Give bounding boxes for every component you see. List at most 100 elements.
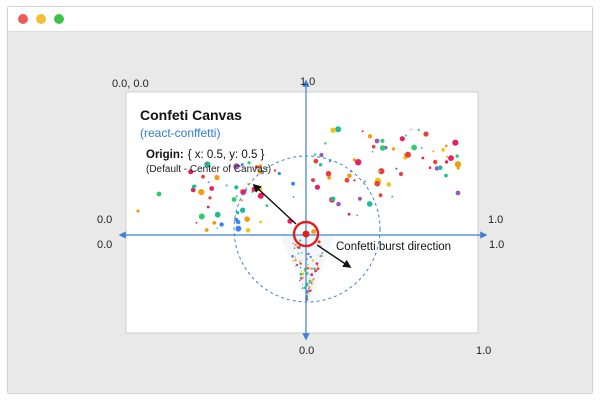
confetti-particle <box>244 216 250 222</box>
confetti-particle <box>309 267 312 270</box>
confetti-particle <box>136 209 140 213</box>
confetti-particle <box>378 168 385 175</box>
confetti-particle <box>206 205 210 209</box>
confetti-particle <box>240 163 244 167</box>
confetti-particle <box>398 171 404 177</box>
origin-pointer-arrow <box>252 183 297 225</box>
confetti-particle <box>235 195 238 198</box>
confetti-particle <box>308 279 312 283</box>
confetti-particle <box>446 155 449 158</box>
confetti-particle <box>313 278 315 280</box>
confetti-particle <box>309 290 312 293</box>
confetti-particle <box>378 170 381 173</box>
confetti-particle <box>327 175 331 180</box>
confetti-particle <box>299 239 302 242</box>
confetti-particle <box>208 196 212 200</box>
confetti-particle <box>311 259 314 262</box>
diagram-subtitle: (react-conffetti) <box>140 126 220 140</box>
confetti-particle <box>320 254 323 257</box>
confetti-particle <box>301 252 303 254</box>
confetti-particle <box>448 155 454 161</box>
confetti-particle <box>291 255 294 258</box>
confetti-particle <box>356 214 359 217</box>
confetti-particle <box>297 252 300 255</box>
confetti-particle <box>214 175 220 181</box>
burst-direction-arrow <box>316 244 352 268</box>
confetti-particle <box>433 159 438 165</box>
minimize-window-button[interactable] <box>36 14 46 24</box>
confetti-particle <box>405 151 411 158</box>
confetti-particle <box>371 150 374 153</box>
confetti-particle <box>231 197 237 202</box>
confetti-particle <box>353 179 356 182</box>
confetti-particle <box>204 228 209 232</box>
confetti-particle <box>214 211 221 218</box>
confetti-particle <box>367 134 373 139</box>
confetti-particle <box>378 193 383 198</box>
confetti-particle <box>236 219 241 225</box>
confetti-particle <box>301 287 304 290</box>
confetti-particle <box>444 144 448 148</box>
x-axis-left-label-upper: 0.0 <box>97 214 112 226</box>
confetti-particle <box>391 195 394 198</box>
confetti-particle <box>386 182 392 187</box>
confetti-particle <box>306 297 309 299</box>
confetti-particle <box>313 267 316 270</box>
confetti-particle <box>330 196 336 202</box>
origin-ring <box>292 220 320 248</box>
confetti-particle <box>328 160 331 163</box>
confetti-particle <box>240 207 246 213</box>
confetti-particle <box>330 127 336 133</box>
confetti-particle <box>325 170 332 177</box>
confetti-particle <box>308 282 310 284</box>
confetti-particle <box>366 201 373 207</box>
confetti-particle <box>292 259 295 262</box>
confetti-particle <box>313 153 317 156</box>
confetti-origin-diagram: Confeti Canvas (react-conffetti) Origin:… <box>97 76 504 357</box>
confetti-particle <box>254 165 259 169</box>
confetti-particle <box>240 199 243 202</box>
confetti-particle <box>420 147 423 149</box>
confetti-particle <box>292 242 294 245</box>
confetti-particle <box>234 185 239 190</box>
origin-note: (Default - Center of Canvas) <box>146 164 271 175</box>
confetti-particle <box>225 184 228 187</box>
confetti-particle <box>391 147 396 151</box>
confetti-particle <box>374 138 380 144</box>
confetti-particle <box>310 273 314 277</box>
confetti-particle <box>293 247 296 249</box>
confetti-particle <box>306 267 309 270</box>
confetti-particle <box>292 196 295 198</box>
confetti-particle <box>403 153 406 156</box>
confetti-particle <box>299 260 301 263</box>
confetti-particle <box>380 138 385 143</box>
confetti-particle <box>296 246 299 249</box>
origin-label-line: Origin:{ x: 0.5, y: 0.5 } <box>146 149 265 161</box>
confetti-particle <box>423 131 429 137</box>
confetti-particle <box>277 171 281 176</box>
confetti-particle <box>311 283 313 286</box>
confetti-particle <box>312 280 314 282</box>
canvas-area <box>125 91 479 334</box>
confetti-particle <box>190 187 196 193</box>
confetti-particle <box>318 163 323 167</box>
bottom-right-label: 1.0 <box>476 345 491 357</box>
confetti-particle <box>245 228 251 233</box>
confetti-particle <box>444 160 449 164</box>
confetti-particle <box>306 282 309 284</box>
confetti-particle <box>240 189 247 196</box>
confetti-particle <box>311 229 316 234</box>
close-window-button[interactable] <box>18 14 28 24</box>
confetti-particle <box>198 189 205 196</box>
confetti-particle <box>308 277 311 280</box>
confetti-particle <box>438 165 443 170</box>
confetti-particle <box>235 225 242 232</box>
maximize-window-button[interactable] <box>54 14 64 24</box>
confetti-particle <box>311 178 315 183</box>
confetti-particle <box>441 148 445 152</box>
confetti-particle <box>432 150 435 153</box>
origin-label: Origin: <box>146 149 184 161</box>
confetti-particle <box>205 162 208 165</box>
confetti-particle <box>306 258 308 260</box>
confetti-particle <box>456 166 460 170</box>
